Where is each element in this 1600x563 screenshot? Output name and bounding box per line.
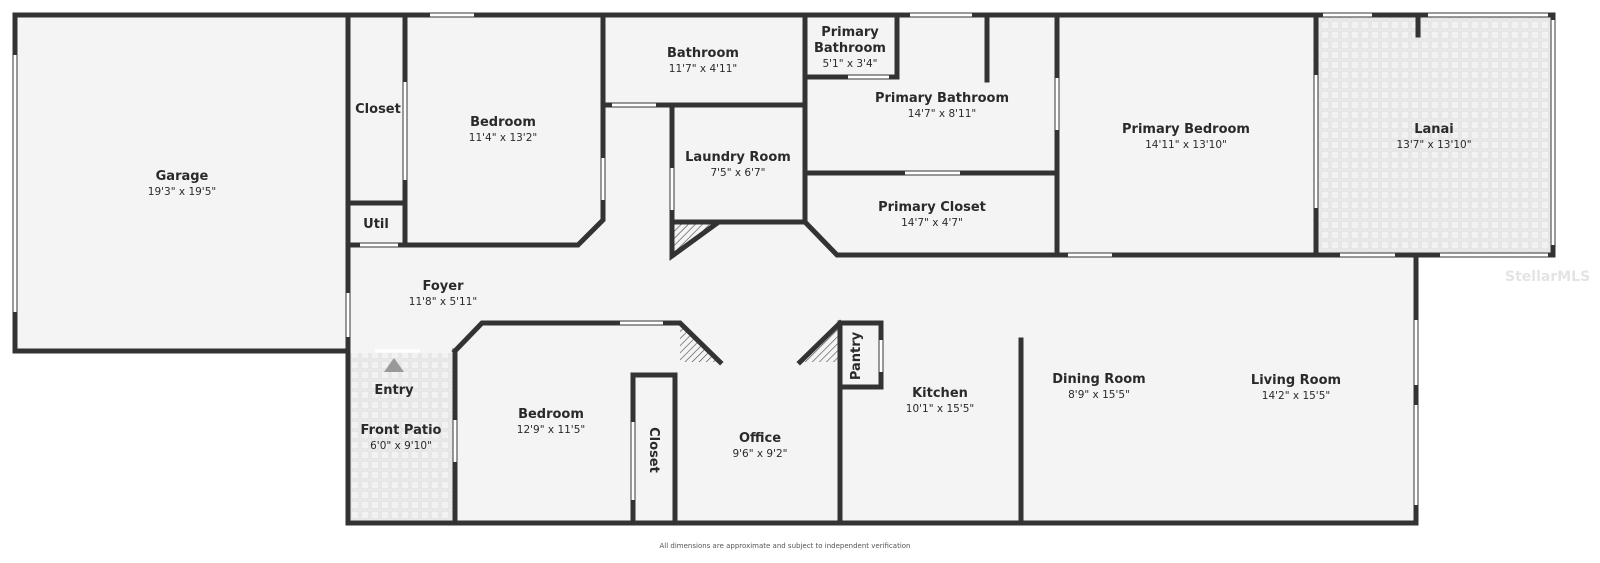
garage-dim: 19'3" x 19'5": [148, 186, 216, 198]
lanai-label: Lanai: [1414, 122, 1454, 137]
living-dim: 14'2" x 15'5": [1262, 390, 1330, 402]
footnote: All dimensions are approximate and subje…: [660, 542, 911, 550]
office-label: Office: [739, 431, 781, 446]
living-label: Living Room: [1251, 373, 1341, 388]
primary-bath-small-label-2: Bathroom: [814, 41, 886, 56]
lanai-floor: [1316, 15, 1553, 255]
primary-closet-label: Primary Closet: [878, 200, 986, 215]
pantry-label: Pantry: [849, 331, 864, 380]
closet2-label: Closet: [646, 427, 661, 473]
bathroom-dim: 11'7" x 4'11": [669, 63, 737, 75]
primary-bath-small-label-1: Primary: [821, 25, 879, 40]
closet-label: Closet: [355, 102, 401, 117]
dining-dim: 8'9" x 15'5": [1068, 389, 1130, 401]
entry-label: Entry: [374, 383, 414, 398]
kitchen-dim: 10'1" x 15'5": [906, 403, 974, 415]
front-patio-label: Front Patio: [361, 423, 442, 438]
bedroom-dim: 11'4" x 13'2": [469, 132, 537, 144]
bedroom2-dim: 12'9" x 11'5": [517, 424, 585, 436]
primary-bath-label: Primary Bathroom: [875, 91, 1009, 106]
bathroom-label: Bathroom: [667, 46, 739, 61]
kitchen-label: Kitchen: [912, 386, 968, 401]
garage-label: Garage: [156, 169, 209, 184]
office-dim: 9'6" x 9'2": [732, 448, 787, 460]
floors: [15, 15, 1553, 523]
foyer-label: Foyer: [423, 279, 465, 294]
laundry-dim: 7'5" x 6'7": [710, 167, 765, 179]
front-patio-dim: 6'0" x 9'10": [370, 440, 432, 452]
primary-bedroom-label: Primary Bedroom: [1122, 122, 1250, 137]
dining-label: Dining Room: [1052, 372, 1145, 387]
bedroom2-label: Bedroom: [518, 407, 584, 422]
bedroom-label: Bedroom: [470, 115, 536, 130]
lanai-dim: 13'7" x 13'10": [1396, 139, 1471, 151]
room-labels: Garage 19'3" x 19'5" Closet Util Bedroom…: [148, 25, 1472, 473]
entry-arrow-icon: [384, 358, 404, 372]
laundry-label: Laundry Room: [685, 150, 791, 165]
primary-closet-dim: 14'7" x 4'7": [901, 217, 963, 229]
primary-bath-dim: 14'7" x 8'11": [908, 108, 976, 120]
patio-floor: [350, 353, 454, 523]
primary-bedroom-dim: 14'11" x 13'10": [1145, 139, 1227, 151]
util-label: Util: [363, 217, 389, 232]
watermark: StellarMLS: [1505, 269, 1590, 285]
foyer-dim: 11'8" x 5'11": [409, 296, 477, 308]
windows: [13, 13, 1555, 505]
primary-bath-small-dim: 5'1" x 3'4": [822, 58, 877, 70]
